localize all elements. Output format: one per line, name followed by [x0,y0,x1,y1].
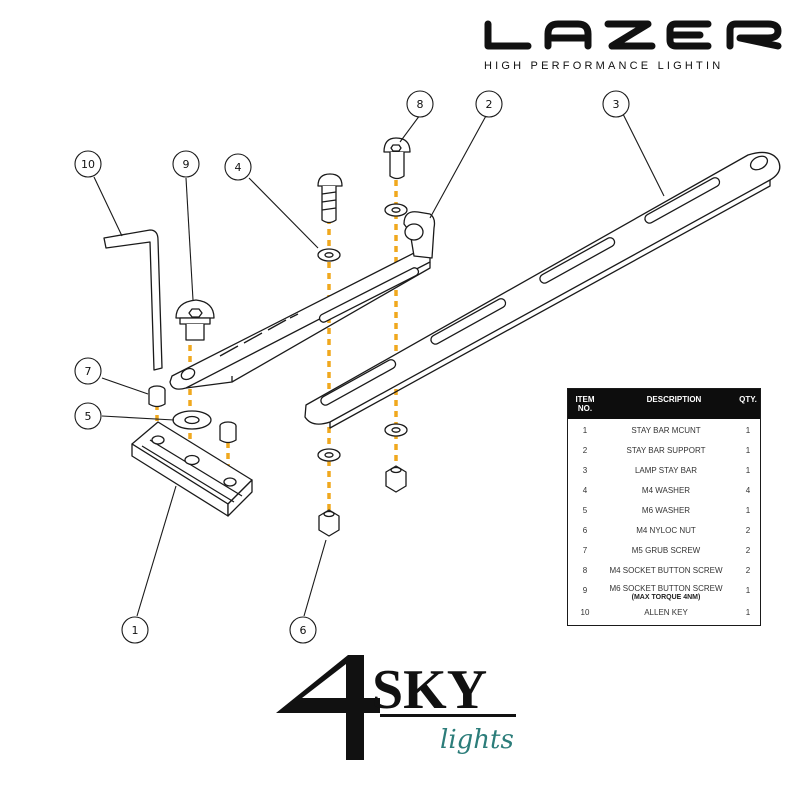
row-qty: 2 [745,566,751,575]
row-qty: 1 [745,426,751,435]
row-description: M4 SOCKET BUTTON SCREW [609,566,723,575]
m4-socket-button-screw-b [383,137,411,180]
callout-5: 5 [74,402,102,430]
row-item-no: 1 [582,426,588,435]
row-item-no: 8 [582,566,588,575]
row-description: M5 GRUB SCREW [631,546,701,555]
lazer-wordmark [484,20,782,50]
header-qty: QTY. [739,395,757,404]
table-row: 2 STAY BAR SUPPORT 1 [568,441,760,461]
svg-text:7: 7 [85,365,92,378]
row-item-no: 4 [582,486,588,495]
m5-grub-screw-a [148,385,166,408]
svg-text:2: 2 [486,98,493,111]
svg-text:4: 4 [235,161,242,174]
callout-6: 6 [289,616,317,644]
row-description: M4 WASHER [641,486,691,495]
callout-9: 9 [172,150,200,178]
row-item-no: 6 [582,526,588,535]
row-description: M6 WASHER [641,506,691,515]
callouts: 10 9 4 8 2 3 7 5 1 6 [74,90,665,644]
row-qty: 1 [745,608,751,617]
m6-washer [172,410,212,430]
row-description: LAMP STAY BAR [634,466,698,475]
4sky-numeral-4 [276,655,380,760]
parts-table-header: ITEM NO. DESCRIPTION QTY. [568,389,760,419]
row-item-no: 7 [582,546,588,555]
table-row: 1 STAY BAR MCUNT 1 [568,421,760,441]
lamp-stay-bar [304,151,781,429]
4sky-lights-logo: SKY lights [276,655,516,760]
row-qty: 2 [745,526,751,535]
svg-text:1: 1 [132,624,139,637]
4sky-script: lights [440,725,514,755]
row-description: M4 NYLOC NUT [636,526,696,535]
header-item-no: ITEM NO. [575,395,595,413]
stay-bar-mount [131,421,253,517]
callout-10: 10 [74,150,102,178]
table-row: 6 M4 NYLOC NUT 2 [568,521,760,541]
row-qty: 1 [745,506,751,515]
svg-text:6: 6 [300,624,307,637]
callout-2: 2 [475,90,503,118]
stay-bar-support [169,211,436,390]
4sky-underline [380,714,516,717]
svg-text:8: 8 [417,98,424,111]
m4-washer-1 [317,248,341,262]
m4-washer-3 [384,423,408,437]
m4-socket-button-screw-a [317,173,343,224]
row-qty: 1 [745,466,751,475]
table-row: 7 M5 GRUB SCREW 2 [568,541,760,561]
callout-1: 1 [121,616,149,644]
lazer-tagline: HIGH PERFORMANCE LIGHTIN [484,60,723,72]
table-row: 3 LAMP STAY BAR 1 [568,461,760,481]
row-item-no: 2 [582,446,588,455]
svg-text:3: 3 [613,98,620,111]
row-description: STAY BAR MCUNT [631,426,701,435]
row-item-no: 10 [580,608,590,617]
row-qty: 1 [745,446,751,455]
callout-4: 4 [224,153,252,181]
lazer-logo: HIGH PERFORMANCE LIGHTIN [484,20,782,72]
row-description: STAY BAR SUPPORT [626,446,706,455]
table-row: 5 M6 WASHER 1 [568,501,760,521]
4sky-word: SKY [372,659,487,721]
m4-washer-2 [384,203,408,217]
m4-washer-4 [317,448,341,462]
table-row: 8 M4 SOCKET BUTTON SCREW 2 [568,561,760,581]
row-qty: 2 [745,546,751,555]
row-description: M6 SOCKET BUTTON SCREW [609,584,723,593]
svg-text:9: 9 [183,158,190,171]
m5-grub-screw-b [219,421,237,444]
row-description: ALLEN KEY [644,608,688,617]
callout-3: 3 [602,90,630,118]
svg-text:5: 5 [85,410,92,423]
m4-nyloc-nut-b [318,509,340,537]
allen-key [103,229,163,371]
row-qty: 4 [745,486,751,495]
row-note: (MAX TORQUE 4NM) [631,594,701,601]
header-description: DESCRIPTION [646,395,702,404]
svg-text:10: 10 [81,158,95,171]
row-item-no: 9 [582,586,588,595]
callout-7: 7 [74,357,102,385]
parts-list-table: ITEM NO. DESCRIPTION QTY. 1 STAY BAR MCUN… [567,388,761,626]
callout-8: 8 [406,90,434,118]
table-row: 10 ALLEN KEY 1 [568,603,760,623]
table-row: 9 M6 SOCKET BUTTON SCREW 1 (MAX TORQUE 4NM) [568,581,760,601]
m4-nyloc-nut-a [385,465,407,493]
row-qty: 1 [745,586,751,595]
row-item-no: 3 [582,466,588,475]
row-item-no: 5 [582,506,588,515]
m6-socket-button-screw [175,299,215,341]
table-row: 4 M4 WASHER 4 [568,481,760,501]
